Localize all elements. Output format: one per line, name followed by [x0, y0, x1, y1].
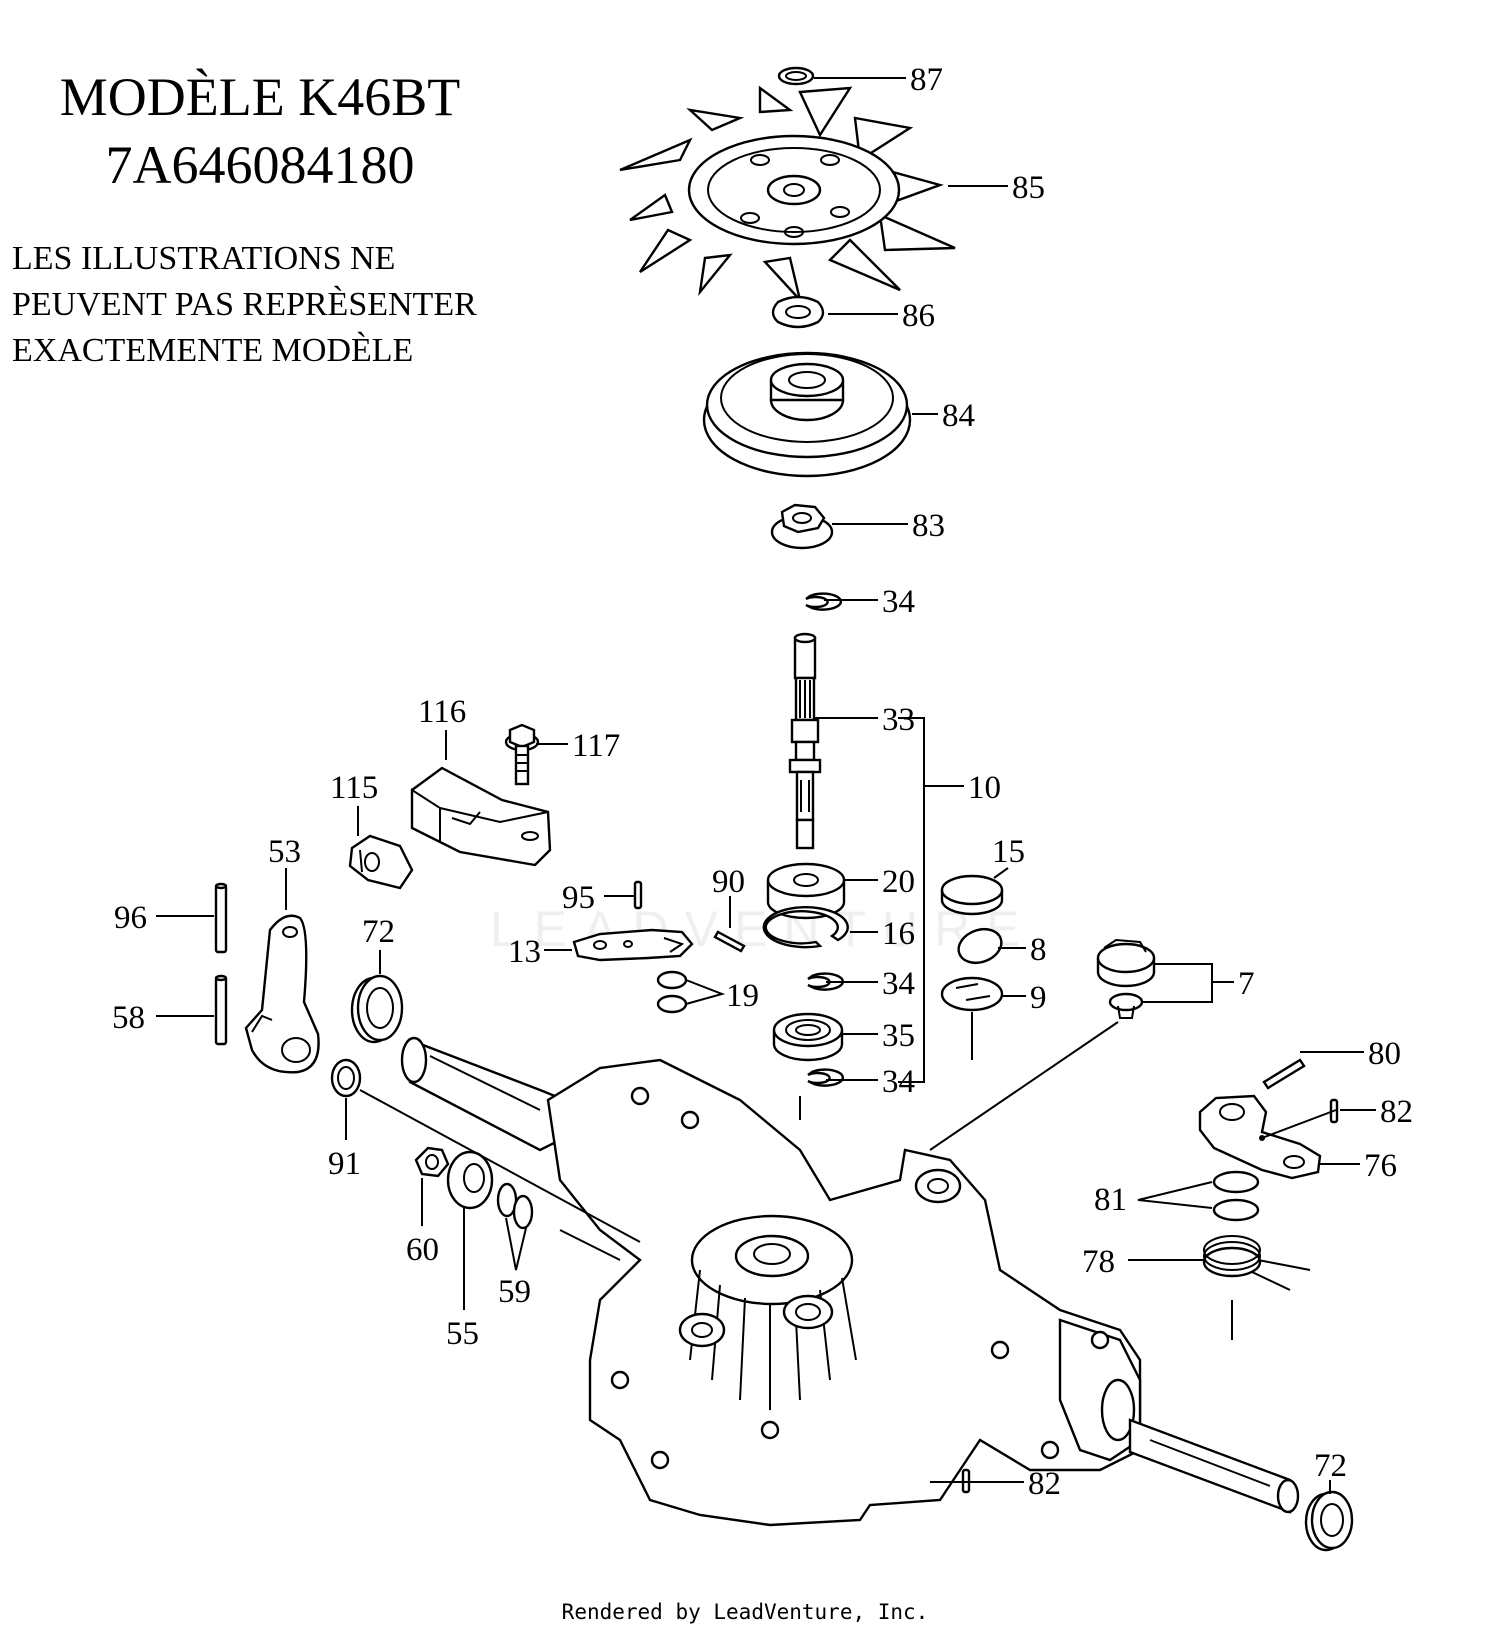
part-34-retaining-ring-bottom[interactable]: [807, 1068, 844, 1087]
callout-34-middle[interactable]: 34: [882, 966, 915, 1002]
callout-72-left[interactable]: 72: [362, 914, 395, 950]
part-60-nut[interactable]: [414, 1146, 450, 1178]
part-96-pin[interactable]: [214, 882, 228, 954]
part-19-washers[interactable]: [656, 970, 688, 1014]
part-95-pin[interactable]: [633, 880, 643, 910]
part-8-plug[interactable]: [954, 923, 1006, 968]
part-number: 7A646084180: [105, 135, 415, 195]
callout-34-bottom[interactable]: 34: [882, 1064, 915, 1100]
part-80-pin[interactable]: [1262, 1058, 1306, 1090]
callout-82-bottom[interactable]: 82: [1028, 1466, 1061, 1502]
callout-115[interactable]: 115: [330, 770, 378, 806]
part-16-circlip[interactable]: [762, 905, 849, 949]
callout-87[interactable]: 87: [910, 62, 943, 98]
part-76-bypass-arm[interactable]: [1198, 1094, 1322, 1180]
part-55-washer[interactable]: [446, 1150, 494, 1210]
part-59-washers[interactable]: [496, 1182, 534, 1230]
part-13-lever[interactable]: [572, 928, 694, 962]
part-15-cap[interactable]: [940, 874, 1004, 916]
model-title: MODÈLE K46BT: [59, 67, 461, 127]
callout-labels: 87 85 86 84 83 34 33 10 116 117 115 53 9…: [112, 62, 1413, 1502]
part-34-retaining-ring-middle[interactable]: [807, 972, 844, 991]
callout-20[interactable]: 20: [882, 864, 915, 900]
part-81-washers[interactable]: [1212, 1170, 1260, 1222]
callout-8[interactable]: 8: [1030, 932, 1047, 968]
disclaimer-line-3: EXACTEMENTE MODÈLE: [12, 332, 414, 369]
callout-13[interactable]: 13: [508, 934, 541, 970]
callout-15[interactable]: 15: [992, 834, 1025, 870]
disclaimer: LES ILLUSTRATIONS NE PEUVENT PAS REPRÈSE…: [12, 236, 477, 374]
callout-116[interactable]: 116: [418, 694, 466, 730]
callout-60[interactable]: 60: [406, 1232, 439, 1268]
part-7-valve[interactable]: [1096, 938, 1156, 1019]
callout-117[interactable]: 117: [572, 728, 620, 764]
callout-78[interactable]: 78: [1082, 1244, 1115, 1280]
callout-84[interactable]: 84: [942, 398, 975, 434]
part-78-spring[interactable]: [1202, 1235, 1311, 1291]
callout-9[interactable]: 9: [1030, 980, 1047, 1016]
part-117-bolt[interactable]: [504, 723, 540, 786]
callout-34-top[interactable]: 34: [882, 584, 915, 620]
part-84-pulley[interactable]: [702, 351, 912, 478]
callout-80[interactable]: 80: [1368, 1036, 1401, 1072]
part-85-cooling-fan[interactable]: [619, 85, 956, 305]
part-72-seal-right[interactable]: [1304, 1490, 1354, 1552]
callout-86[interactable]: 86: [902, 298, 935, 334]
callout-19[interactable]: 19: [726, 978, 759, 1014]
leader-lines: [156, 77, 1376, 1494]
callout-82-top[interactable]: 82: [1380, 1094, 1413, 1130]
callout-96[interactable]: 96: [114, 900, 147, 936]
callout-16[interactable]: 16: [882, 916, 915, 952]
callout-85[interactable]: 85: [1012, 170, 1045, 206]
part-9-valve-plate[interactable]: [940, 976, 1004, 1012]
callout-35[interactable]: 35: [882, 1018, 915, 1054]
part-34-retaining-ring-top[interactable]: [805, 592, 842, 611]
callout-53[interactable]: 53: [268, 834, 301, 870]
callout-59[interactable]: 59: [498, 1274, 531, 1310]
callout-7[interactable]: 7: [1238, 966, 1255, 1002]
callout-72-right[interactable]: 72: [1314, 1448, 1347, 1484]
part-86-adapter[interactable]: [771, 295, 825, 329]
callout-76[interactable]: 76: [1364, 1148, 1397, 1184]
callout-55[interactable]: 55: [446, 1316, 479, 1352]
part-115-damper[interactable]: [348, 834, 414, 890]
part-58-pin[interactable]: [214, 974, 228, 1046]
callout-33[interactable]: 33: [882, 702, 915, 738]
callout-91[interactable]: 91: [328, 1146, 361, 1182]
callout-90[interactable]: 90: [712, 864, 745, 900]
disclaimer-line-1: LES ILLUSTRATIONS NE: [12, 240, 396, 277]
part-transaxle-housing: [400, 1036, 1300, 1527]
callout-95[interactable]: 95: [562, 880, 595, 916]
part-116-bracket[interactable]: [410, 766, 552, 867]
part-87-snap-ring[interactable]: [777, 66, 815, 86]
callout-10[interactable]: 10: [968, 770, 1001, 806]
part-33-input-shaft[interactable]: [788, 632, 822, 850]
part-72-seal-left[interactable]: [350, 974, 404, 1044]
part-83-nut[interactable]: [770, 503, 834, 550]
part-35-bearing[interactable]: [772, 1012, 844, 1062]
callout-58[interactable]: 58: [112, 1000, 145, 1036]
footer-credit: Rendered by LeadVenture, Inc.: [561, 1600, 929, 1624]
disclaimer-line-2: PEUVENT PAS REPRÈSENTER: [12, 286, 477, 323]
callout-83[interactable]: 83: [912, 508, 945, 544]
part-91-seal[interactable]: [330, 1058, 362, 1098]
part-53-control-arm[interactable]: [244, 914, 320, 1074]
callout-81[interactable]: 81: [1094, 1182, 1127, 1218]
part-90-spring-pin[interactable]: [713, 930, 746, 953]
